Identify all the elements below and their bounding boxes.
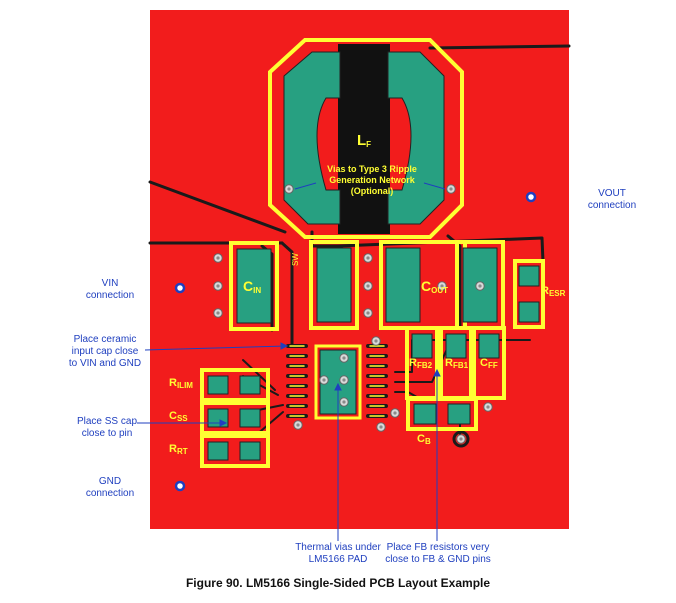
thermal-vias-note: Thermal vias under LM5166 PAD xyxy=(283,542,393,566)
mid-cap-pad xyxy=(316,247,352,323)
cout-label-main: C xyxy=(421,278,432,294)
resr-silk xyxy=(513,259,545,329)
vout-via xyxy=(525,191,537,203)
thermal-note-line-2: LM5166 PAD xyxy=(308,554,368,565)
rfb1-label-main: R xyxy=(445,357,453,369)
fb-note-line-2: close to FB & GND pins xyxy=(385,554,491,565)
rilim-label-sub: ILIM xyxy=(176,381,193,390)
resr-label-sub: ESR xyxy=(548,289,566,298)
cout-pad-left xyxy=(385,247,421,323)
vias-note-line-1: Vias to Type 3 Ripple xyxy=(327,164,417,174)
rilim-pad-left xyxy=(207,375,229,395)
ss-note-line-2: close to pin xyxy=(81,428,133,439)
rilim-label: RILIM xyxy=(169,377,193,390)
rfb2-label-main: R xyxy=(409,357,417,369)
vin-label-line-2: connection xyxy=(85,290,135,301)
sw-label-text: SW xyxy=(291,253,300,266)
rrt-pad-left xyxy=(207,441,229,461)
cb-label-sub: B xyxy=(424,437,431,446)
rfb1-pad xyxy=(445,333,467,359)
vin-connection-label: VIN connection xyxy=(70,278,150,302)
css-label-sub: SS xyxy=(176,414,188,423)
gnd-via xyxy=(174,480,186,492)
ceramic-cap-note: Place ceramic input cap close to VIN and… xyxy=(62,334,148,370)
resr-label: RESR xyxy=(541,285,565,298)
cout-label: COUT xyxy=(421,278,448,295)
resr-pad-top xyxy=(518,265,540,287)
cb-label-main: C xyxy=(417,433,425,445)
cff-silk xyxy=(472,326,506,400)
cin-label: CIN xyxy=(243,278,261,295)
cff-label-main: C xyxy=(480,357,488,369)
vout-label-line-1: VOUT xyxy=(598,188,626,199)
rfb2-label-sub: FB2 xyxy=(416,361,433,370)
rilim-pad-right xyxy=(239,375,261,395)
cb-pad-left xyxy=(413,403,437,425)
figure-caption: Figure 90. LM5166 Single-Sided PCB Layou… xyxy=(185,576,491,590)
cb-label: CB xyxy=(417,433,431,446)
rfb2-pad xyxy=(411,333,433,359)
gnd-connection-label: GND connection xyxy=(70,476,150,500)
rfb1-label: RFB1 xyxy=(445,357,468,370)
vias-note: Vias to Type 3 Ripple Generation Network… xyxy=(312,164,432,197)
cin-label-main: C xyxy=(243,278,254,294)
rrt-label-main: R xyxy=(169,443,177,455)
connection-vias xyxy=(174,191,537,492)
ss-cap-note: Place SS cap close to pin xyxy=(72,416,142,440)
css-silk xyxy=(200,401,270,435)
cff-label: CFF xyxy=(480,357,498,370)
vout-connection-label: VOUT connection xyxy=(572,188,652,212)
ceramic-note-line-2: input cap close xyxy=(71,346,139,357)
cff-label-sub: FF xyxy=(487,361,498,370)
cin-silk xyxy=(229,241,279,331)
css-pad-right xyxy=(239,408,261,428)
rilim-silk xyxy=(200,368,270,402)
fb-resistors-note: Place FB resistors very close to FB & GN… xyxy=(377,542,499,566)
rilim-label-main: R xyxy=(169,377,177,389)
rrt-label: RRT xyxy=(169,443,188,456)
resr-label-main: R xyxy=(541,285,549,297)
cb-silk xyxy=(406,397,478,431)
inductor-left-pad xyxy=(283,51,341,225)
cb-pad-right xyxy=(447,403,471,425)
cout-label-sub: OUT xyxy=(431,286,449,295)
cin-pad xyxy=(236,248,272,324)
ceramic-note-line-3: to VIN and GND xyxy=(68,358,142,369)
mid-cap-silk xyxy=(309,240,359,330)
ceramic-note-line-1: Place ceramic xyxy=(73,334,137,345)
ss-note-line-1: Place SS cap xyxy=(76,416,138,427)
rrt-label-sub: RT xyxy=(176,447,188,456)
resr-pad-bottom xyxy=(518,301,540,323)
rrt-silk xyxy=(200,434,270,468)
annotation-leaders xyxy=(137,182,446,541)
vias-note-line-2: Generation Network xyxy=(329,175,415,185)
gnd-label-line-1: GND xyxy=(98,476,122,487)
thermal-note-line-1: Thermal vias under xyxy=(295,542,381,553)
rrt-pad-right xyxy=(239,441,261,461)
cff-pad xyxy=(478,333,500,359)
vin-via xyxy=(174,282,186,294)
css-label-main: C xyxy=(169,410,177,422)
inductor-lf xyxy=(268,38,464,239)
fb-note-line-1: Place FB resistors very xyxy=(386,542,490,553)
inductor-label-sub: F xyxy=(366,140,372,149)
rfb1-label-sub: FB1 xyxy=(452,361,469,370)
vin-label-line-1: VIN xyxy=(101,278,119,289)
inductor-label: LF xyxy=(357,132,371,149)
inductor-label-main: L xyxy=(357,132,367,149)
css-label: CSS xyxy=(169,410,188,423)
rfb2-label: RFB2 xyxy=(409,357,432,370)
cin-label-sub: IN xyxy=(253,286,262,295)
vias-note-line-3: (Optional) xyxy=(350,186,394,196)
sw-label: SW xyxy=(291,253,300,266)
css-pad-left xyxy=(207,408,229,428)
ic-pin-silk xyxy=(289,345,385,417)
gnd-label-line-2: connection xyxy=(85,488,135,499)
inductor-right-pad xyxy=(387,51,445,225)
vout-label-line-2: connection xyxy=(587,200,637,211)
